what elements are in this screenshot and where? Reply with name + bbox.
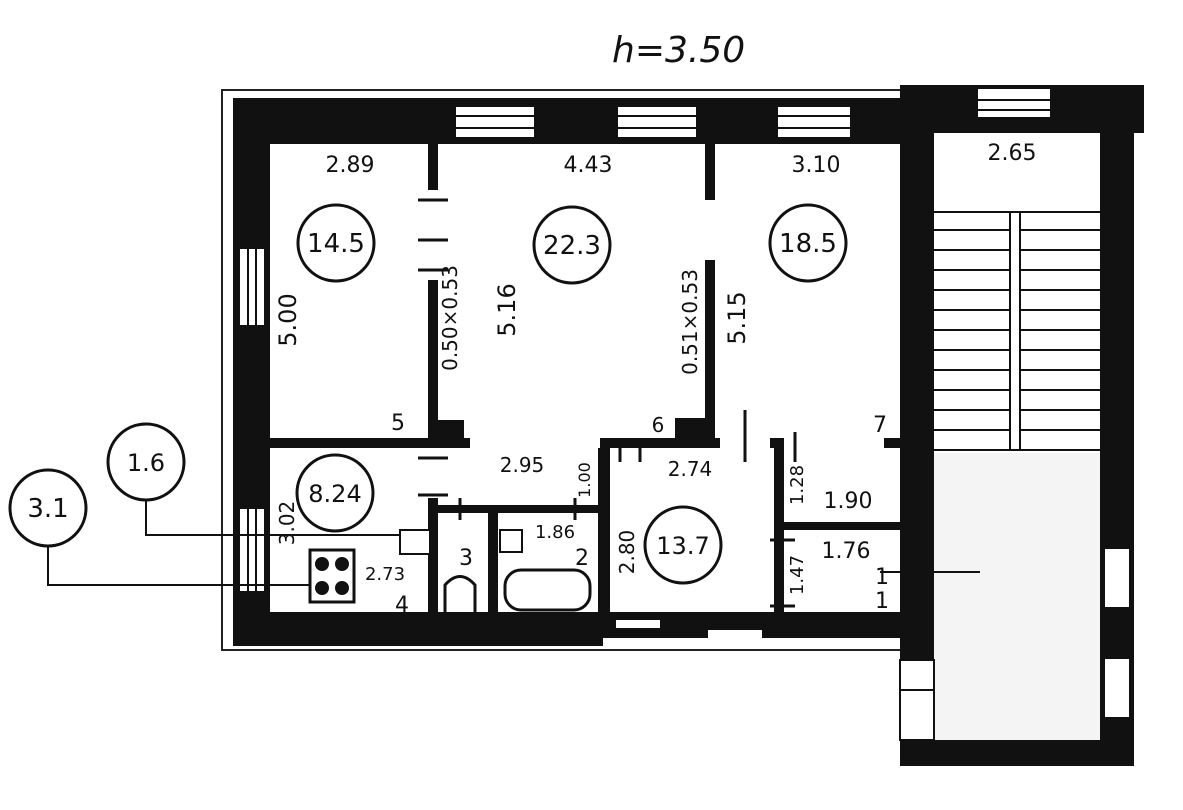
opening-right: 0.51×0.53 — [678, 269, 702, 375]
walls — [221, 85, 934, 750]
stove-icon — [308, 548, 356, 604]
kitchen-width: 2.73 — [365, 564, 405, 585]
hall-area: 13.7 — [656, 532, 709, 560]
room-number-4: 4 — [395, 593, 409, 618]
corridor-width: 2.95 — [500, 453, 545, 477]
room-number-1: 1 — [875, 589, 889, 614]
closet-width: 1.90 — [824, 489, 873, 514]
balcony-b-area: 1.6 — [127, 449, 165, 477]
stairwell — [880, 85, 1144, 766]
opening-left: 0.50×0.53 — [438, 265, 462, 371]
room-3-area: 18.5 — [779, 229, 837, 259]
room-1-length: 5.00 — [274, 293, 302, 346]
room-2-width: 4.43 — [564, 153, 613, 178]
room-3-length: 5.15 — [723, 291, 751, 344]
wc-width: 1.76 — [822, 539, 871, 564]
corridor-depth: 1.00 — [575, 462, 594, 498]
hall-width: 2.74 — [668, 457, 713, 481]
wc-depth: 1.47 — [787, 555, 808, 595]
room-3-width: 3.10 — [792, 153, 841, 178]
dimension-ticks — [418, 198, 797, 608]
room-1-area: 14.5 — [307, 229, 365, 259]
kitchen-length: 3.02 — [275, 501, 299, 546]
room-2-area: 22.3 — [543, 231, 601, 261]
balcony-a-area: 3.1 — [27, 494, 68, 524]
room-number-5: 5 — [391, 411, 405, 436]
room-1-width: 2.89 — [326, 153, 375, 178]
room-2-length: 5.16 — [493, 283, 521, 336]
leader-lines — [47, 500, 400, 586]
ceiling-height-label: h=3.50 — [612, 30, 745, 71]
bathtub-icon — [503, 568, 592, 612]
room-number-1b: 1 — [875, 565, 889, 590]
kitchen-area: 8.24 — [308, 480, 361, 508]
fixtures — [308, 529, 592, 612]
room-number-3: 3 — [459, 546, 473, 571]
stair-width: 2.65 — [988, 141, 1037, 166]
closet-depth: 1.28 — [787, 465, 808, 505]
room-number-7: 7 — [873, 413, 887, 438]
room-number-2: 2 — [575, 546, 589, 571]
hall-length: 2.80 — [615, 530, 639, 575]
room-number-6: 6 — [652, 413, 665, 437]
sink-icon — [399, 529, 431, 555]
toilet-icon — [443, 575, 477, 612]
bath-width: 1.86 — [535, 522, 575, 543]
